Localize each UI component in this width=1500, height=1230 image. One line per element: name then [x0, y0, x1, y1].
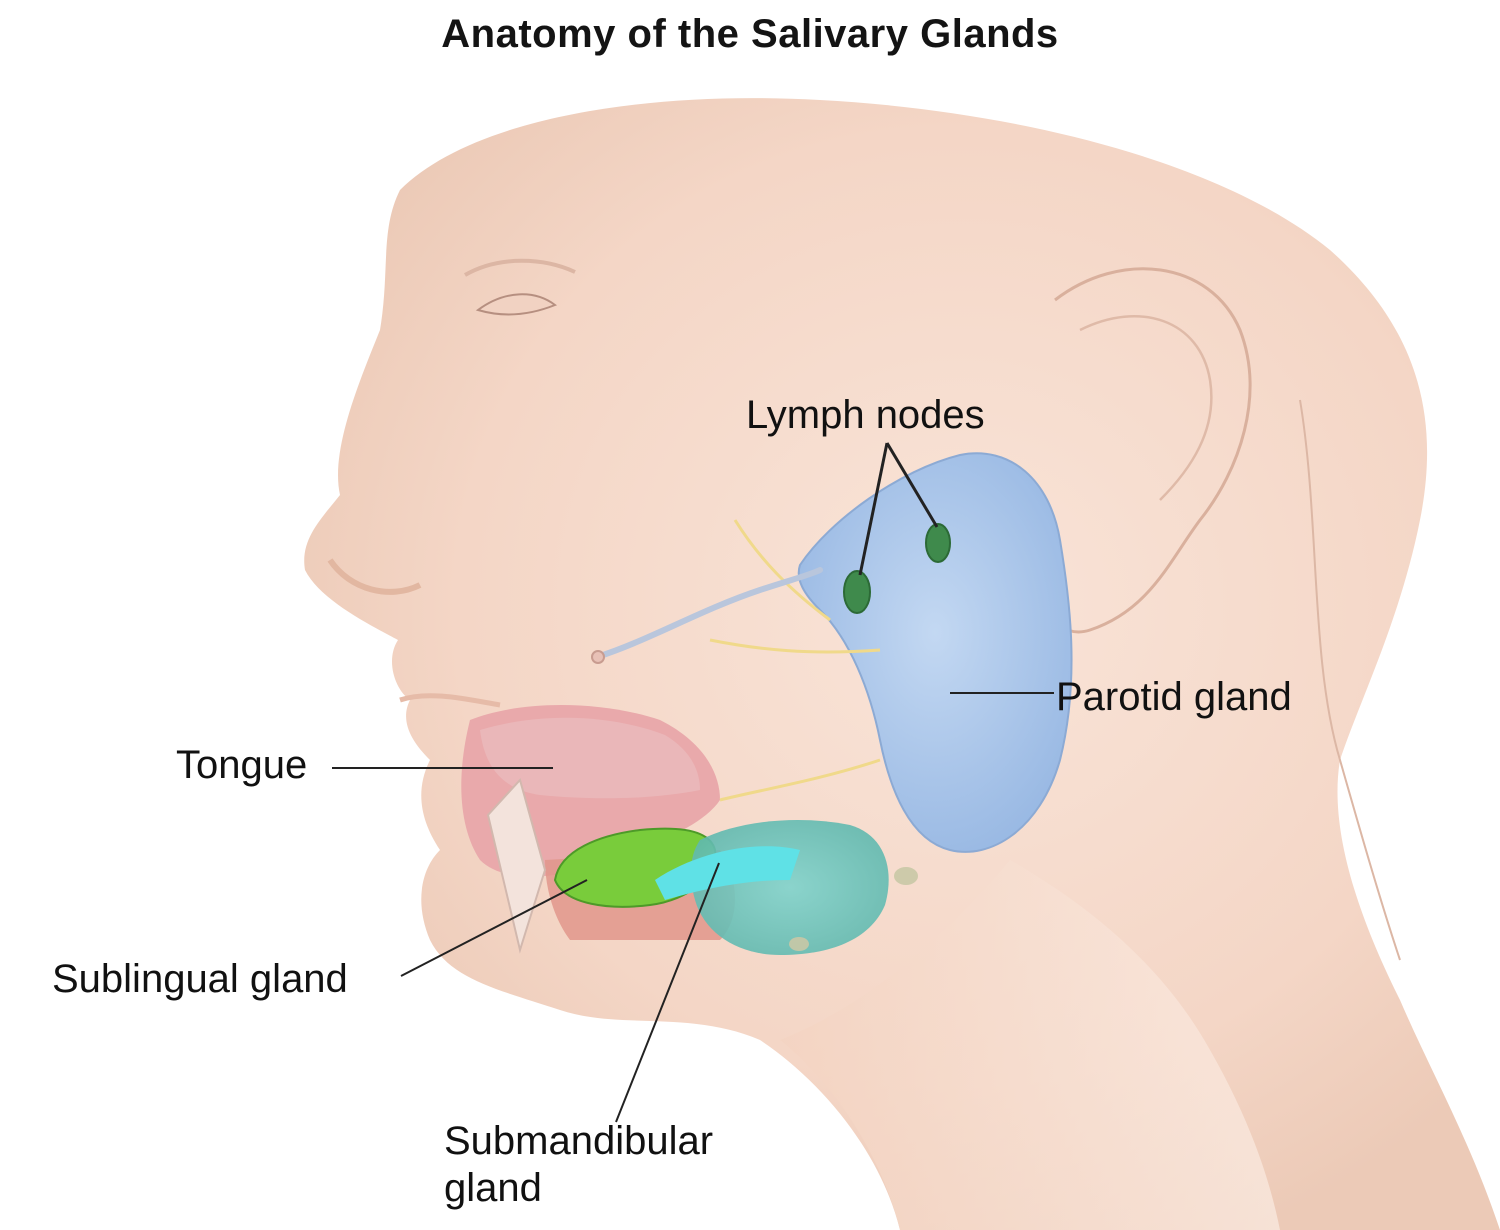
submandibular-gland: [690, 820, 889, 955]
label-lymph-nodes: Lymph nodes: [746, 393, 985, 437]
parotid-gland: [797, 452, 1073, 853]
label-submandibular-gland: Submandibular gland: [444, 1118, 713, 1212]
label-tongue: Tongue: [176, 743, 308, 787]
label-sublingual-gland: Sublingual gland: [52, 957, 348, 1001]
leader-lymph-2: [885, 442, 939, 528]
eye-outline: [475, 293, 558, 316]
submandibular-duct: [655, 846, 800, 900]
facial-nerve-2: [709, 638, 881, 654]
upper-lip: [399, 693, 501, 708]
ear: [1038, 267, 1252, 634]
lymph-node-2: [925, 523, 951, 563]
nose-shadow: [327, 558, 422, 595]
lymph-node-3: [894, 867, 918, 885]
front-teeth: [486, 777, 547, 954]
label-parotid-gland: Parotid gland: [1056, 675, 1292, 719]
facial-nerve-3: [719, 758, 881, 802]
leader-sublingual: [400, 879, 588, 977]
eyebrow: [464, 258, 576, 277]
leader-submandibular: [615, 862, 720, 1123]
label-submandibular-line1: Submandibular: [444, 1119, 714, 1163]
leader-lymph-1: [858, 442, 889, 576]
lymph-node-4: [789, 937, 809, 951]
duct-opening: [591, 650, 605, 664]
tongue-shape: [480, 717, 700, 799]
facial-nerve-1: [733, 519, 831, 622]
parotid-duct: [594, 567, 823, 660]
neck-shadow: [780, 860, 1280, 1230]
label-submandibular-line2: gland: [444, 1166, 542, 1211]
neck-line: [1299, 399, 1401, 961]
lymph-node-1: [843, 570, 871, 614]
ear-inner: [1079, 315, 1213, 501]
diagram-title: Anatomy of the Salivary Glands: [441, 12, 1059, 56]
